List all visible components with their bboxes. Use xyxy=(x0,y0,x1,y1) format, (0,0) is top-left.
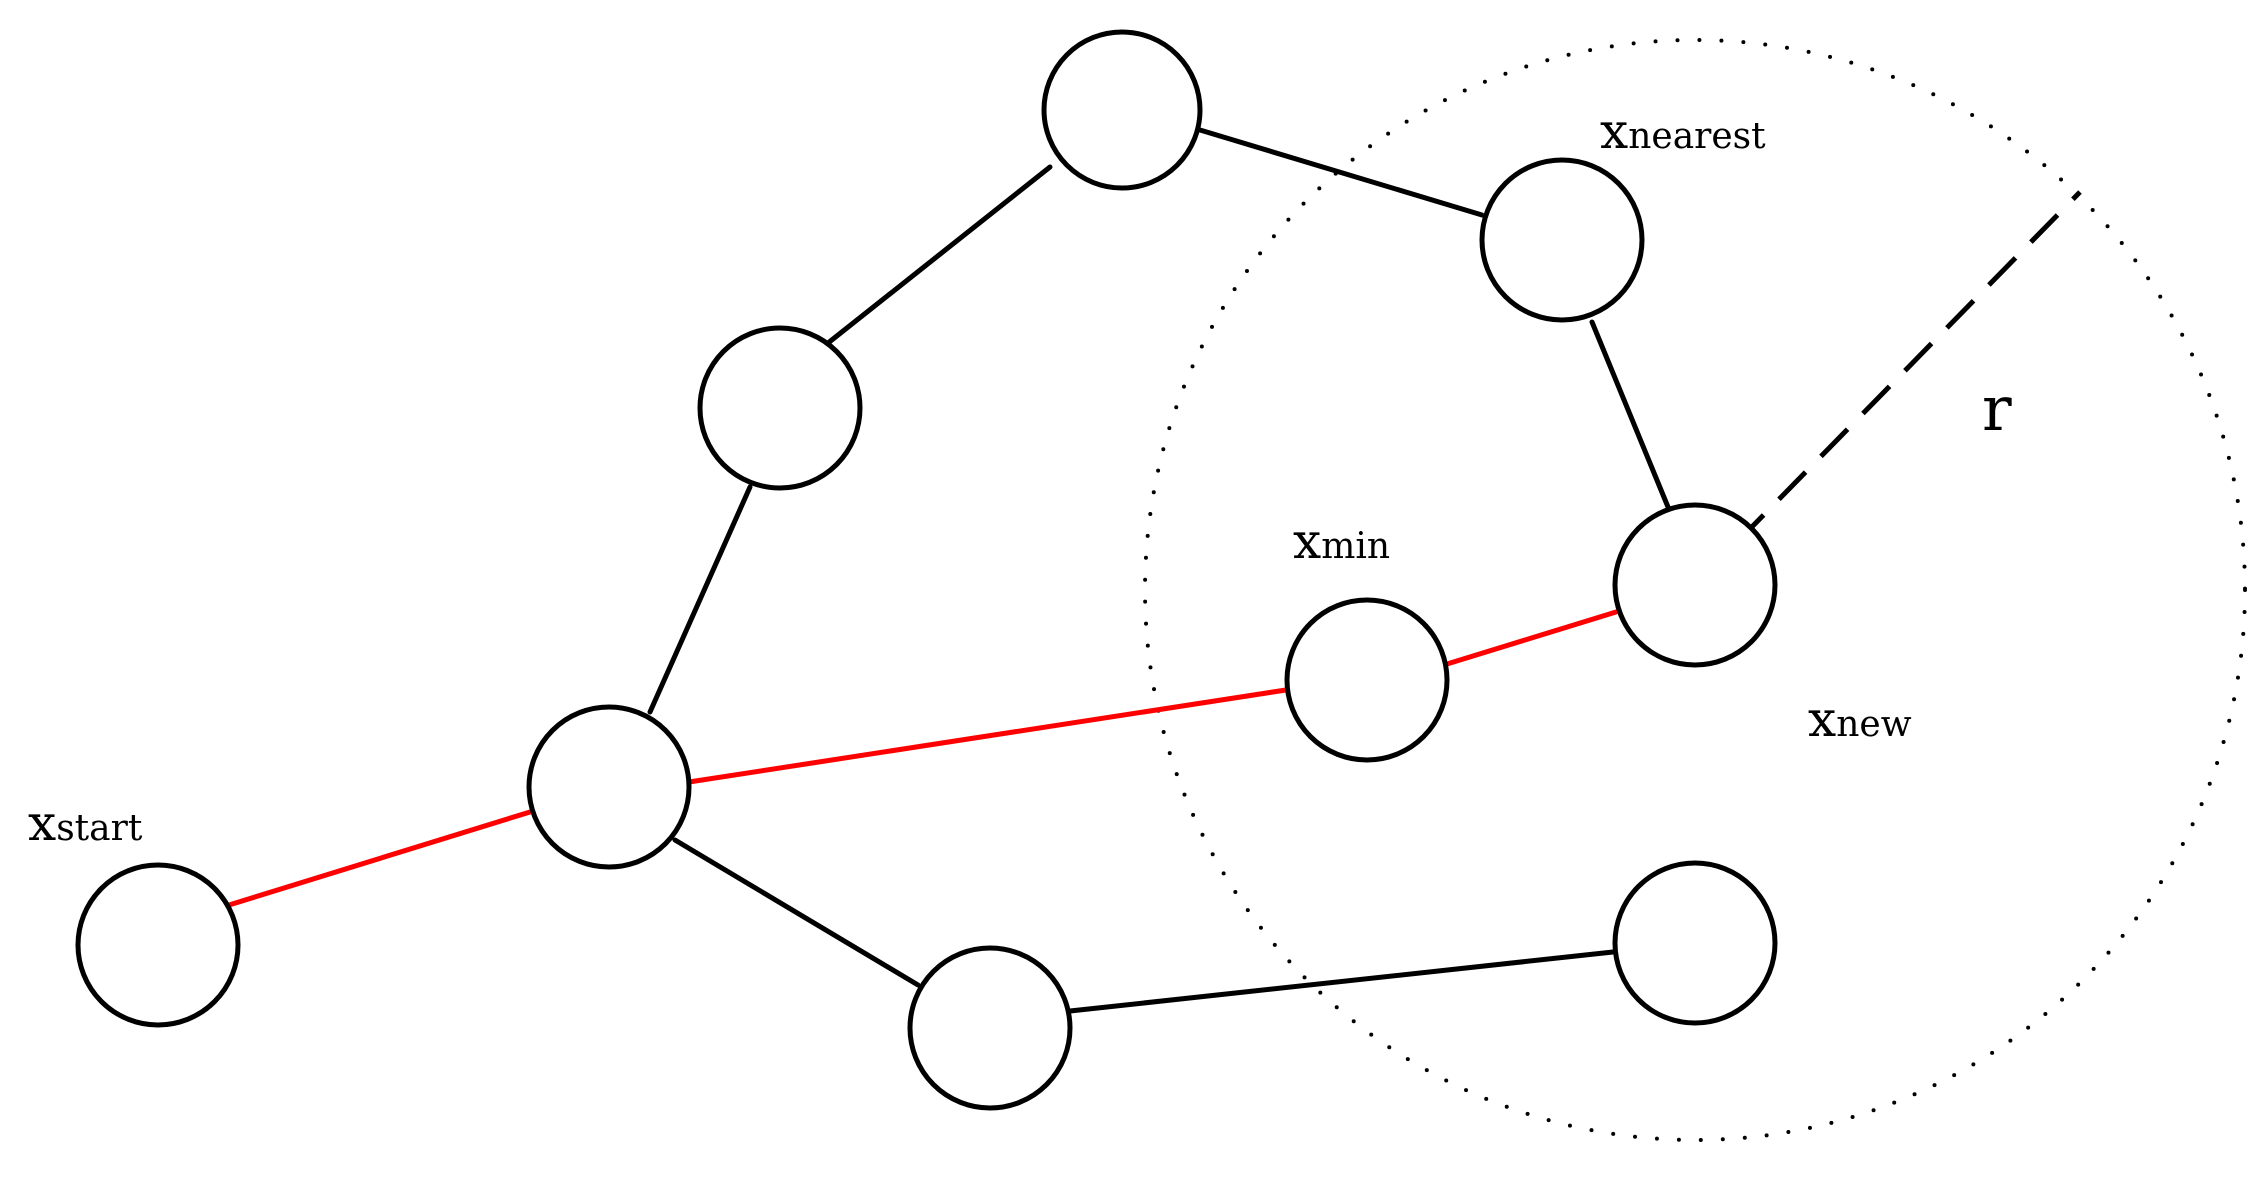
label-x-new-main: x xyxy=(1808,690,1836,748)
label-x-min-main: x xyxy=(1293,512,1321,570)
neighborhood-circle xyxy=(1143,38,2247,1142)
node-top xyxy=(1041,29,1203,191)
edge-hub-to-lower xyxy=(672,837,921,988)
path-edge-start-to-hub xyxy=(226,809,533,908)
label-x-nearest-main: x xyxy=(1600,102,1628,160)
node-right xyxy=(1612,860,1778,1026)
path-edge-hub-to-min xyxy=(686,687,1289,785)
node-upper xyxy=(697,325,863,491)
label-x-min: xmin xyxy=(1293,512,1390,570)
label-x-start: xstart xyxy=(28,794,143,852)
path-edges xyxy=(226,609,1619,908)
label-x-new: xnew xyxy=(1808,690,1912,748)
node-hub xyxy=(526,704,692,870)
label-x-new-sub: new xyxy=(1836,704,1911,745)
node-min xyxy=(1284,597,1450,763)
radius-line xyxy=(1693,190,2082,587)
label-radius: r xyxy=(1982,372,2012,445)
edge-hub-to-upper xyxy=(647,484,753,715)
label-x-nearest: xnearest xyxy=(1600,102,1766,160)
label-x-start-sub: start xyxy=(56,808,143,849)
edge-lower-to-right xyxy=(1067,949,1616,1014)
node-lower xyxy=(907,945,1073,1111)
node-new xyxy=(1612,502,1778,668)
label-x-start-main: x xyxy=(28,794,56,852)
tree-nodes xyxy=(75,29,1778,1111)
edge-top-to-nearest xyxy=(1197,127,1485,218)
node-start xyxy=(75,862,241,1028)
node-nearest xyxy=(1479,157,1645,323)
label-x-min-sub: min xyxy=(1321,526,1390,567)
edge-nearest-to-new xyxy=(1589,319,1671,510)
path-edge-min-to-new xyxy=(1444,609,1619,667)
label-x-nearest-sub: nearest xyxy=(1628,116,1766,157)
edge-upper-to-top xyxy=(825,164,1053,346)
tree-edges xyxy=(647,127,1671,1014)
